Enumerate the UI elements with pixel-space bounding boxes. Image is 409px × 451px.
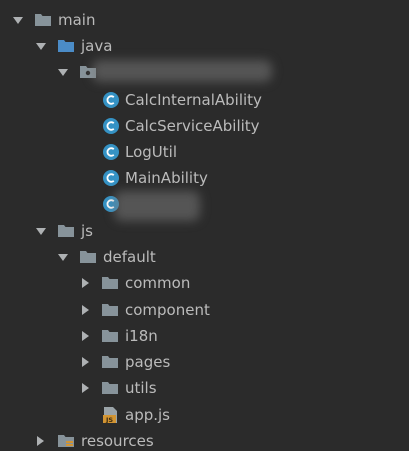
tree-node-label: LogUtil: [125, 143, 177, 161]
tree-node-label: i18n: [125, 327, 158, 345]
tree-node-class[interactable]: CalcServiceAbility: [0, 113, 409, 139]
tree-node-label: CalcServiceAbility: [125, 117, 260, 135]
tree-node-i18n[interactable]: i18n: [0, 323, 409, 349]
tree-node-package[interactable]: [0, 59, 409, 85]
tree-node-pages[interactable]: pages: [0, 349, 409, 375]
folder-source-icon: [58, 40, 74, 52]
folder-icon: [102, 382, 118, 394]
folder-icon: [102, 330, 118, 342]
tree-node-js[interactable]: js: [0, 218, 409, 244]
folder-icon: [102, 277, 118, 289]
tree-node-common[interactable]: common: [0, 270, 409, 296]
tree-node-label: pages: [125, 353, 171, 371]
tree-node-class[interactable]: MainAbility: [0, 165, 409, 191]
class-c-icon: [103, 170, 119, 186]
chevron-right-icon[interactable]: [34, 435, 46, 447]
folder-icon: [80, 251, 96, 263]
class-c-icon: [103, 118, 119, 134]
redacted-class-name: [114, 191, 200, 221]
tree-node-label: app.js: [125, 406, 170, 424]
chevron-right-icon[interactable]: [79, 382, 91, 394]
tree-node-main[interactable]: main: [0, 7, 409, 33]
tree-node-label: utils: [125, 379, 157, 397]
tree-node-default[interactable]: default: [0, 244, 409, 270]
cut-off-row-icon: [14, 0, 54, 4]
tree-node-label: main: [58, 11, 96, 29]
folder-icon: [102, 356, 118, 368]
tree-node-label: MainAbility: [125, 169, 208, 187]
tree-node-component[interactable]: component: [0, 297, 409, 323]
class-c-icon: [103, 144, 119, 160]
folder-resources-icon: [58, 435, 74, 447]
tree-node-app-js[interactable]: JS app.js: [0, 402, 409, 428]
tree-node-label: CalcInternalAbility: [125, 91, 262, 109]
tree-node-class[interactable]: CalcInternalAbility: [0, 87, 409, 113]
chevron-down-icon[interactable]: [35, 40, 47, 52]
chevron-down-icon[interactable]: [35, 225, 47, 237]
chevron-right-icon[interactable]: [79, 304, 91, 316]
tree-node-label: default: [103, 248, 156, 266]
class-c-icon: [103, 92, 119, 108]
tree-node-class-redacted[interactable]: [0, 191, 409, 221]
chevron-down-icon[interactable]: [12, 14, 24, 26]
folder-icon: [102, 304, 118, 316]
js-file-icon: JS: [103, 407, 117, 424]
tree-node-label: resources: [81, 432, 154, 450]
tree-node-utils[interactable]: utils: [0, 375, 409, 401]
chevron-right-icon[interactable]: [79, 330, 91, 342]
tree-node-resources[interactable]: resources: [0, 428, 409, 451]
tree-node-class[interactable]: LogUtil: [0, 139, 409, 165]
chevron-right-icon[interactable]: [79, 356, 91, 368]
js-badge: JS: [105, 416, 113, 424]
tree-node-label: java: [81, 37, 113, 55]
chevron-down-icon[interactable]: [57, 66, 69, 78]
tree-node-java[interactable]: java: [0, 33, 409, 59]
tree-node-label: js: [81, 222, 93, 240]
redacted-package-name: [92, 60, 272, 82]
chevron-down-icon[interactable]: [57, 251, 69, 263]
chevron-right-icon[interactable]: [79, 277, 91, 289]
folder-icon: [35, 14, 51, 26]
folder-icon: [58, 225, 74, 237]
tree-node-label: common: [125, 274, 191, 292]
tree-node-label: component: [125, 301, 210, 319]
